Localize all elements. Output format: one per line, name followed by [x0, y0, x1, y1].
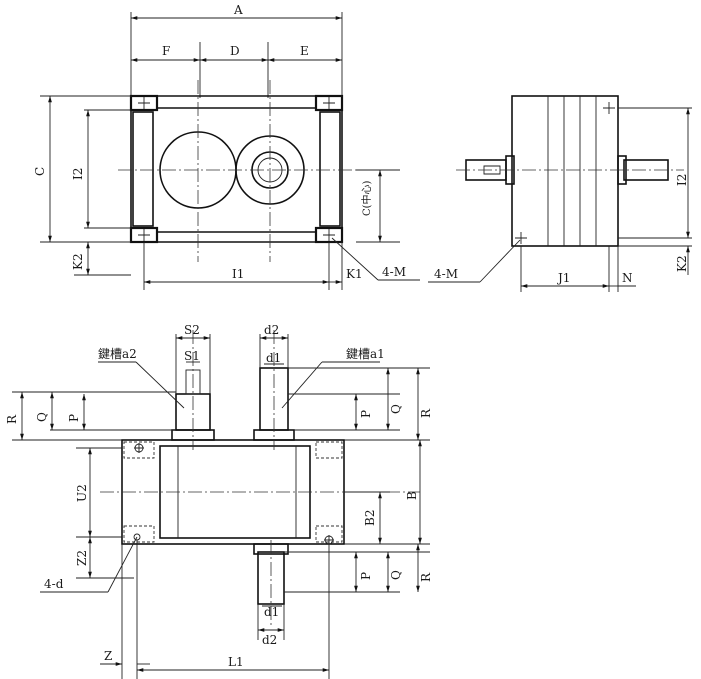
label-B: B — [405, 491, 419, 500]
bolt-mark-bl — [138, 229, 150, 241]
label-I2-right: I2 — [675, 174, 689, 186]
top-view: S2 S1 d2 d1 鍵槽a2 鍵槽a1 R Q P P — [5, 323, 433, 679]
label-S1: S1 — [184, 349, 200, 363]
label-E: E — [300, 44, 309, 58]
label-C: C — [33, 167, 47, 176]
leader-4M-right — [479, 239, 521, 283]
label-R-bottom: R — [419, 572, 433, 582]
label-L1: L1 — [228, 655, 244, 669]
label-d2-bottom: d2 — [262, 633, 277, 647]
label-P-left: P — [67, 414, 81, 422]
label-keyway-a2: 鍵槽a2 — [98, 346, 137, 361]
label-I2-left: I2 — [71, 168, 85, 180]
label-R-right: R — [419, 408, 433, 418]
label-P-bottom: P — [359, 572, 373, 580]
label-K2-right: K2 — [675, 255, 689, 272]
right-rib — [319, 111, 341, 227]
label-I1: I1 — [232, 267, 244, 281]
label-4M-left: 4-M — [382, 265, 406, 279]
label-J1: J1 — [556, 271, 570, 285]
label-K1: K1 — [346, 267, 363, 281]
label-A: A — [233, 3, 243, 17]
side-housing-outline — [511, 95, 619, 247]
label-d1-bottom: d1 — [264, 605, 279, 619]
side-bolt-mark-top — [603, 102, 615, 114]
label-Z2: Z2 — [75, 550, 89, 566]
label-U2: U2 — [75, 484, 89, 502]
foot-top-right — [314, 94, 344, 112]
bolt-mark-tr — [323, 97, 335, 109]
foot-top-left — [129, 94, 159, 112]
leader-keyway-a1 — [281, 361, 323, 409]
label-keyway-a1: 鍵槽a1 — [346, 346, 385, 361]
label-P-right: P — [359, 410, 373, 418]
label-4M-right: 4-M — [434, 267, 458, 281]
bolt-mark-tl — [138, 97, 150, 109]
label-N: N — [622, 271, 633, 285]
label-d2-top: d2 — [264, 323, 279, 337]
label-K2-left: K2 — [71, 253, 85, 270]
label-R-left: R — [5, 414, 19, 424]
label-4d: 4-d — [44, 577, 64, 591]
label-F: F — [162, 44, 170, 58]
side-view: I2 K2 J1 N 4-M — [428, 95, 692, 292]
label-D: D — [230, 44, 240, 58]
leader-keyway-a2 — [135, 361, 185, 409]
label-d1-top: d1 — [266, 351, 281, 365]
leader-4M-left — [331, 237, 379, 281]
label-S2: S2 — [184, 323, 200, 337]
bolt-mark-br — [323, 229, 335, 241]
label-Q-bottom: Q — [389, 570, 403, 580]
label-Q-left: Q — [35, 412, 49, 422]
label-Z: Z — [104, 649, 112, 663]
leader-4d — [107, 536, 138, 593]
side-bolt-mark-bottom — [515, 232, 527, 244]
label-Q-right: Q — [389, 404, 403, 414]
left-rib — [132, 111, 154, 227]
front-view: A F D E — [33, 3, 420, 290]
label-B2: B2 — [363, 510, 377, 526]
label-center-dim: C(中心) — [360, 180, 373, 216]
